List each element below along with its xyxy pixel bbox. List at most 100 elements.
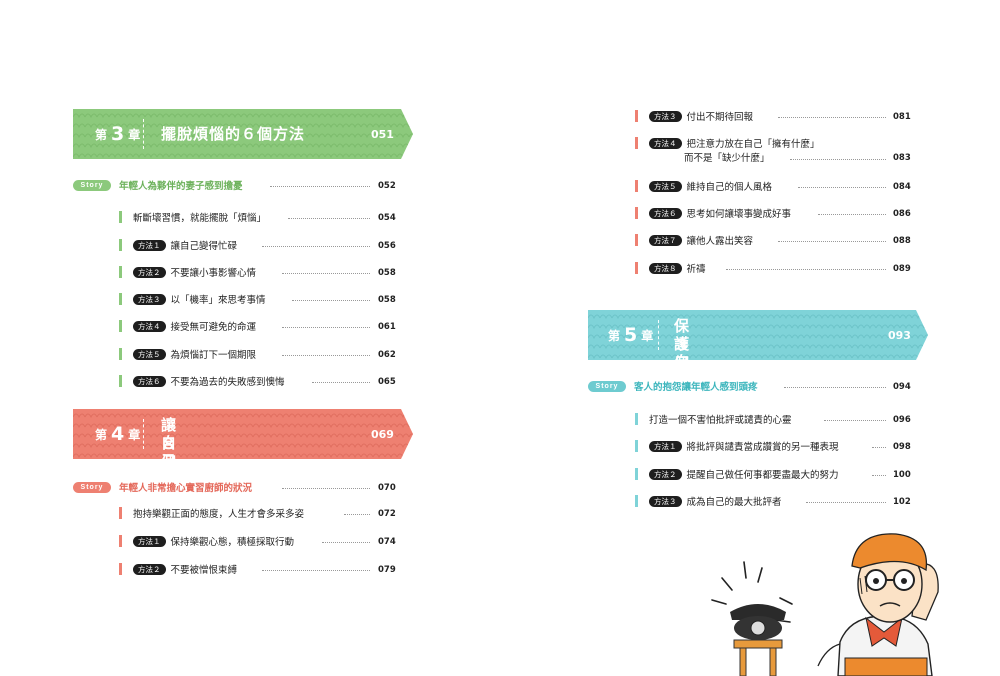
entry-marker <box>119 266 122 278</box>
story-entry[interactable]: Story 年輕人非常擔心實習廚師的狀況 <box>73 479 252 495</box>
method-badge: 方法６ <box>649 207 682 219</box>
toc-entry[interactable]: 方法２ 提醒自己做任何事都要盡最大的努力 <box>635 466 839 482</box>
entry-text: 為煩惱訂下一個期限 <box>170 350 257 361</box>
entry-marker <box>635 440 638 452</box>
leader-dots <box>270 186 370 187</box>
page-number: 100 <box>893 470 911 480</box>
story-title: 年輕人為夥伴的妻子感到擔憂 <box>119 181 243 192</box>
page-number: 084 <box>893 182 911 192</box>
toc-entry[interactable]: 方法３ 成為自己的最大批評者 <box>635 493 782 509</box>
entry-text: 不要讓小事影響心情 <box>170 268 257 279</box>
story-entry[interactable]: Story 年輕人為夥伴的妻子感到擔憂 <box>73 177 243 193</box>
entry-marker <box>635 110 638 122</box>
leader-dots <box>288 218 370 219</box>
toc-entry[interactable]: 方法６ 思考如何讓壞事變成好事 <box>635 205 791 221</box>
toc-entry[interactable]: 方法１ 讓自己變得忙碌 <box>119 237 237 253</box>
toc-entry[interactable]: 方法３ 付出不期待回報 <box>635 108 753 124</box>
method-badge: 方法１ <box>133 239 166 251</box>
entry-marker <box>635 495 638 507</box>
entry-marker <box>119 211 122 223</box>
worried-man-telephone-illustration <box>700 520 1000 676</box>
page-number: 086 <box>893 209 911 219</box>
banner-divider <box>143 119 144 149</box>
banner-pattern-bg <box>73 409 413 459</box>
entry-text: 不要為過去的失敗感到懊悔 <box>170 377 285 388</box>
page-number: 089 <box>893 264 911 274</box>
page-number: 096 <box>893 415 911 425</box>
leader-dots <box>818 214 886 215</box>
toc-entry[interactable]: 方法４ 接受無可避免的命運 <box>119 318 256 334</box>
entry-text: 維持自己的個人風格 <box>686 182 773 193</box>
leader-dots <box>262 570 370 571</box>
page-number: 056 <box>378 241 396 251</box>
leader-dots <box>798 187 886 188</box>
chapter-suffix: 章 <box>128 127 141 142</box>
method-badge: 方法７ <box>649 234 682 246</box>
method-badge: 方法５ <box>649 180 682 192</box>
banner-pattern-bg <box>73 109 413 159</box>
entry-text: 保持樂觀心態，積極採取行動 <box>170 537 295 548</box>
entry-marker <box>635 180 638 192</box>
entry-marker <box>119 563 122 575</box>
entry-marker <box>119 375 122 387</box>
worried-man-icon <box>711 533 939 676</box>
story-entry[interactable]: Story 客人的抱怨讓年輕人感到頭疼 <box>588 378 758 394</box>
story-title: 年輕人非常擔心實習廚師的狀況 <box>119 483 253 494</box>
entry-marker <box>119 320 122 332</box>
chapter-suffix: 章 <box>641 328 654 343</box>
entry-text: 提醒自己做任何事都要盡最大的努力 <box>686 470 839 481</box>
leader-dots <box>778 241 886 242</box>
leader-dots <box>872 447 886 448</box>
entry-marker <box>119 507 122 519</box>
toc-entry[interactable]: 方法３ 以「機率」來思考事情 <box>119 291 266 307</box>
method-badge: 方法８ <box>649 262 682 274</box>
entry-text: 付出不期待回報 <box>686 112 754 123</box>
toc-entry[interactable]: 方法５ 為煩惱訂下一個期限 <box>119 346 256 362</box>
page-number: 072 <box>378 509 396 519</box>
entry-marker <box>119 348 122 360</box>
toc-entry[interactable]: 抱持樂觀正面的態度，人生才會多采多姿 <box>119 505 304 521</box>
entry-text: 讓自己變得忙碌 <box>170 241 238 252</box>
toc-entry[interactable]: 方法８ 祈禱 <box>635 260 706 276</box>
entry-marker <box>635 468 638 480</box>
page-number: 102 <box>893 497 911 507</box>
entry-marker <box>119 535 122 547</box>
toc-entry[interactable]: 方法１ 將批評與譴責當成讚賞的另一種表現 <box>635 438 839 454</box>
method-badge: 方法４ <box>133 320 166 332</box>
leader-dots <box>824 420 886 421</box>
toc-entry[interactable]: 方法１ 保持樂觀心態，積極採取行動 <box>119 533 294 549</box>
toc-entry[interactable]: 方法２ 不要讓小事影響心情 <box>119 264 256 280</box>
toc-entry[interactable]: 方法２ 不要被憎恨束縛 <box>119 561 237 577</box>
toc-entry[interactable]: 方法５ 維持自己的個人風格 <box>635 178 772 194</box>
chapter-title-line-1: 讓自己獲得平靜與幸福的 <box>161 416 178 614</box>
leader-dots <box>806 502 886 503</box>
entry-text: 以「機率」來思考事情 <box>170 295 266 306</box>
toc-entry[interactable]: 方法６ 不要為過去的失敗感到懊悔 <box>119 373 285 389</box>
entry-text: 讓他人露出笑容 <box>686 236 754 247</box>
story-tag: Story <box>73 481 111 493</box>
page-number: 083 <box>893 153 911 163</box>
chapter-prefix: 第 <box>608 328 621 343</box>
method-badge: 方法２ <box>133 266 166 278</box>
leader-dots <box>344 514 370 515</box>
page-number: 058 <box>378 295 396 305</box>
toc-entry[interactable]: 方法７ 讓他人露出笑容 <box>635 232 753 248</box>
chapter-number: 4 <box>111 423 125 445</box>
toc-entry[interactable]: 斬斷壞習慣，就能擺脫「煩惱」 <box>119 209 266 225</box>
entry-text: 祈禱 <box>686 264 706 275</box>
page-number: 088 <box>893 236 911 246</box>
page-number: 065 <box>378 377 396 387</box>
leader-dots <box>282 273 370 274</box>
method-badge: 方法１ <box>649 440 682 452</box>
page-number: 074 <box>378 537 396 547</box>
entry-marker <box>635 413 638 425</box>
leader-dots <box>872 475 886 476</box>
entry-text: 成為自己的最大批評者 <box>686 497 782 508</box>
toc-entry[interactable]: 打造一個不害怕批評或譴責的心靈 <box>635 411 792 427</box>
method-badge: 方法６ <box>133 375 166 387</box>
chapter-prefix: 第 <box>95 127 108 142</box>
leader-dots <box>322 542 370 543</box>
toc-entry[interactable]: 方法４ 把注意力放在自己「擁有什麼」 而不是「缺少什麼」 <box>635 136 820 164</box>
chapter-number: 5 <box>624 324 638 346</box>
chapter-label: 第 5 章 <box>608 310 653 360</box>
